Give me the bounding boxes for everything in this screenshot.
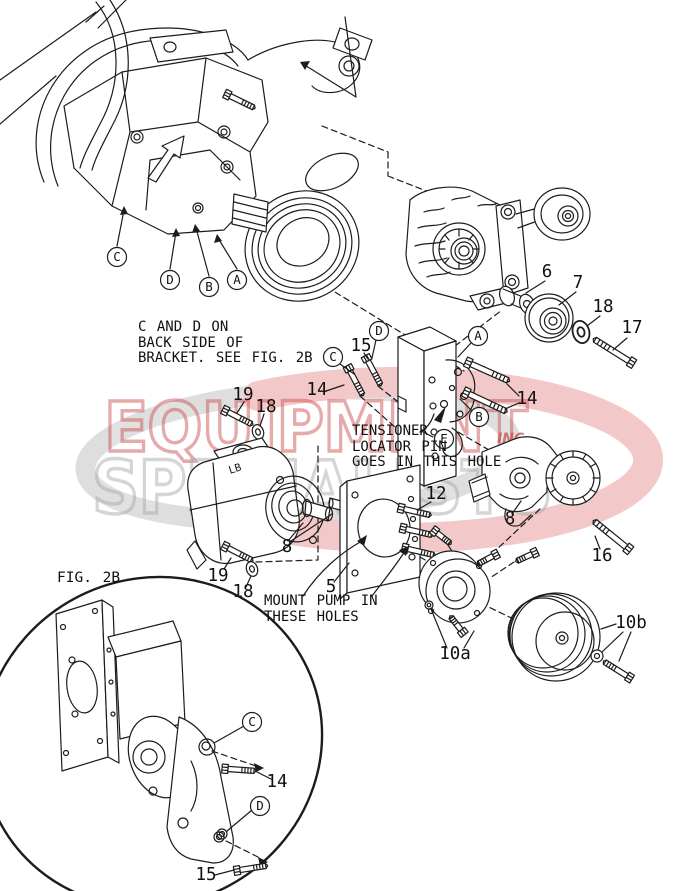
svg-text:C: C	[329, 349, 337, 364]
bolt-10a-1	[428, 525, 455, 549]
bolt-17	[589, 333, 638, 370]
part-number-15: 15	[195, 865, 216, 885]
part-number-10b: 10b	[615, 613, 647, 633]
svg-text:C: C	[248, 714, 256, 729]
pulley-flange-10a: 10a	[418, 525, 540, 664]
part-number-19: 19	[207, 566, 228, 586]
part-number-19: 19	[232, 385, 253, 405]
watermark-word-equipment: EQUIPMENT	[102, 388, 529, 468]
ref-letter-C-fig2b: C	[241, 711, 263, 733]
ref-letter-D-engine: D	[159, 269, 181, 291]
pump-cast-mark: LB	[227, 462, 243, 477]
svg-text:B: B	[205, 279, 213, 294]
part-number-18: 18	[592, 297, 613, 317]
crank-pulley	[244, 190, 360, 302]
ref-letter-C-bracket: C	[322, 346, 344, 368]
ref-letter-C-engine: C	[106, 246, 128, 268]
part-number-18: 18	[255, 397, 276, 417]
svg-text:B: B	[475, 409, 483, 424]
ref-letter-B-engine: B	[198, 276, 220, 298]
note-tensioner-locator-pin: TENSIONER LOCATOR PIN GOES IN THIS HOLE	[352, 423, 502, 470]
engine-stud-bolt	[222, 88, 258, 113]
part-number-12: 12	[425, 484, 446, 504]
ref-letter-E-bracket: E	[433, 428, 455, 450]
bolt-10b	[600, 656, 636, 684]
bolt-15-left	[360, 352, 386, 389]
mounting-bracket: A B E 14	[397, 325, 538, 487]
part-number-8: 8	[282, 537, 293, 557]
idler-pulley-top	[533, 187, 591, 241]
part-number-15: 15	[350, 336, 371, 356]
bolt-10a-3	[513, 546, 540, 567]
part-number-8: 8	[505, 509, 516, 529]
svg-text:E: E	[440, 431, 448, 446]
pulley-10b: 10b	[507, 592, 647, 684]
note-back-side-of-bracket: C AND D ON BACK SIDE OF BRACKET. SEE FIG…	[138, 319, 313, 366]
belt-tensioner: 8 16	[468, 436, 635, 566]
part-number-10a: 10a	[439, 644, 471, 664]
idler-pulley-7	[524, 293, 574, 343]
part-number-14: 14	[266, 772, 287, 792]
fig2b-boundary	[0, 575, 324, 891]
spacer-6	[498, 285, 536, 315]
bolt-19-upper	[220, 404, 256, 430]
part-number-5: 5	[326, 577, 337, 597]
part-number-6: 6	[542, 262, 553, 282]
bolt-10a-2	[474, 548, 502, 570]
svg-text:D: D	[375, 323, 383, 338]
part-number-14: 14	[306, 380, 327, 400]
fig2b-label: FIG. 2B	[57, 570, 121, 586]
svg-text:C: C	[113, 249, 121, 264]
washer-18-right	[569, 318, 593, 346]
engine-assembly: C D B A	[0, 0, 373, 302]
tensioner-pulley	[545, 450, 601, 506]
idler-parts-group: 6 7 18 17	[498, 262, 643, 370]
svg-text:D: D	[256, 798, 264, 813]
svg-text:D: D	[166, 272, 174, 287]
part-number-16: 16	[591, 546, 612, 566]
mount-direction-arrow	[147, 135, 185, 183]
ref-letter-A-bracket: A	[467, 325, 489, 347]
fig2b-inset: C D 14 15	[0, 575, 324, 891]
part-number-14: 14	[516, 389, 537, 409]
ref-letter-D-bracket: D	[368, 320, 390, 342]
washer-18-upper	[249, 422, 267, 442]
part-number-17: 17	[621, 318, 642, 338]
power-steering-pump: LB 8 19 18	[186, 437, 342, 602]
svg-text:A: A	[474, 328, 482, 343]
note-mount-pump: MOUNT PUMP IN THESE HOLES	[264, 593, 378, 625]
alternator	[405, 186, 591, 311]
part-number-7: 7	[573, 273, 584, 293]
svg-text:A: A	[233, 272, 241, 287]
ref-letter-B-bracket: B	[468, 406, 490, 428]
washer-18-lower	[243, 559, 261, 579]
ref-letter-A-engine: A	[226, 269, 248, 291]
bolt-14-fig2b	[221, 763, 257, 777]
bracket-hardware-left: 19 18 C D 14 15	[220, 320, 390, 442]
ref-letter-D-fig2b: D	[249, 795, 271, 817]
